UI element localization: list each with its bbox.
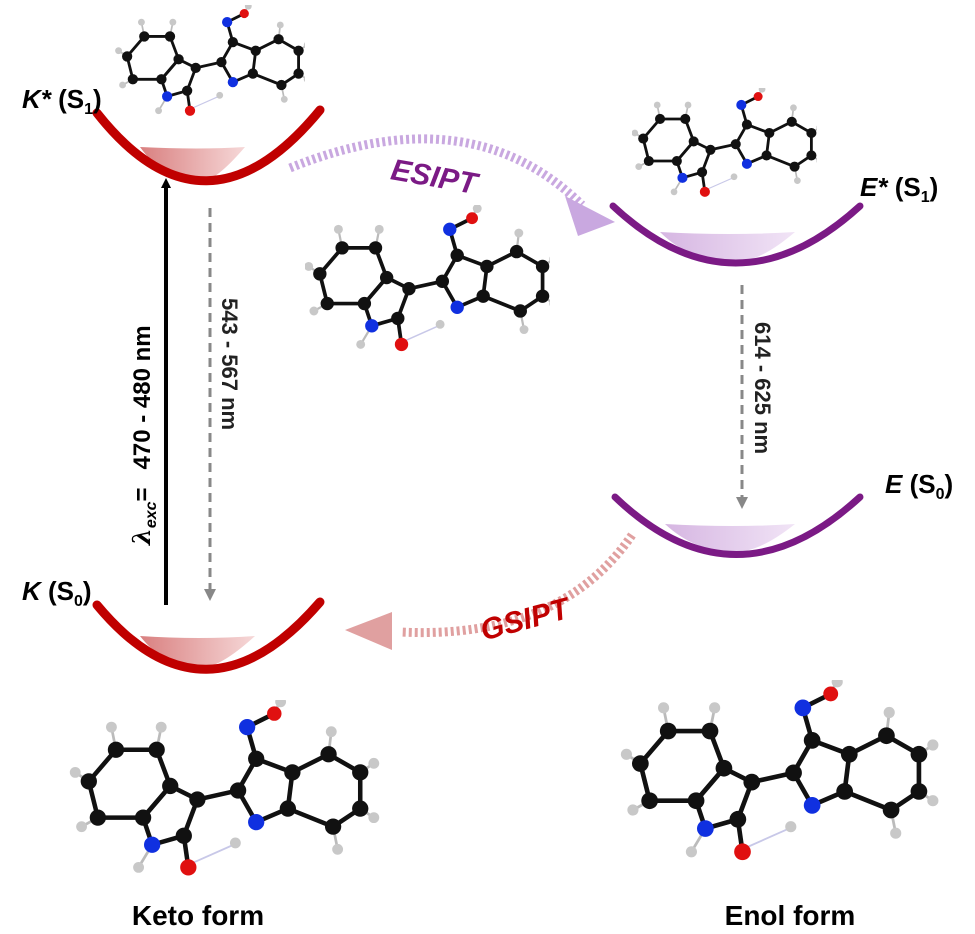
enol-excited-well (609, 202, 864, 267)
excitation-label: λexc=470 - 480 nm (127, 325, 160, 546)
keto-excited-well (92, 105, 325, 186)
keto-form-molecule (70, 696, 379, 875)
keto-ground-label: K (S0) (22, 576, 92, 610)
enol-excited-label: E* (S1) (860, 172, 938, 206)
enol-form-molecule (621, 676, 939, 860)
keto-excited-molecule (115, 5, 305, 118)
center-molecule (305, 205, 550, 353)
keto-form-title: Keto form (132, 900, 264, 931)
enol-ground-well (611, 493, 864, 558)
esipt-label: ESIPT (388, 153, 482, 201)
gsipt-arrow (345, 532, 636, 650)
gsipt-label: GSIPT (477, 592, 575, 648)
keto-excited-label: K* (S1) (22, 84, 102, 118)
esipt-arrow (288, 134, 615, 236)
keto-ground-well (92, 597, 325, 674)
enol-ground-label: E (S0) (885, 469, 953, 503)
keto-emission-label: 543 - 567 nm (217, 298, 242, 430)
enol-emission-label: 614 - 625 nm (750, 322, 775, 454)
enol-excited-molecule (632, 88, 817, 199)
enol-form-title: Enol form (725, 900, 856, 931)
